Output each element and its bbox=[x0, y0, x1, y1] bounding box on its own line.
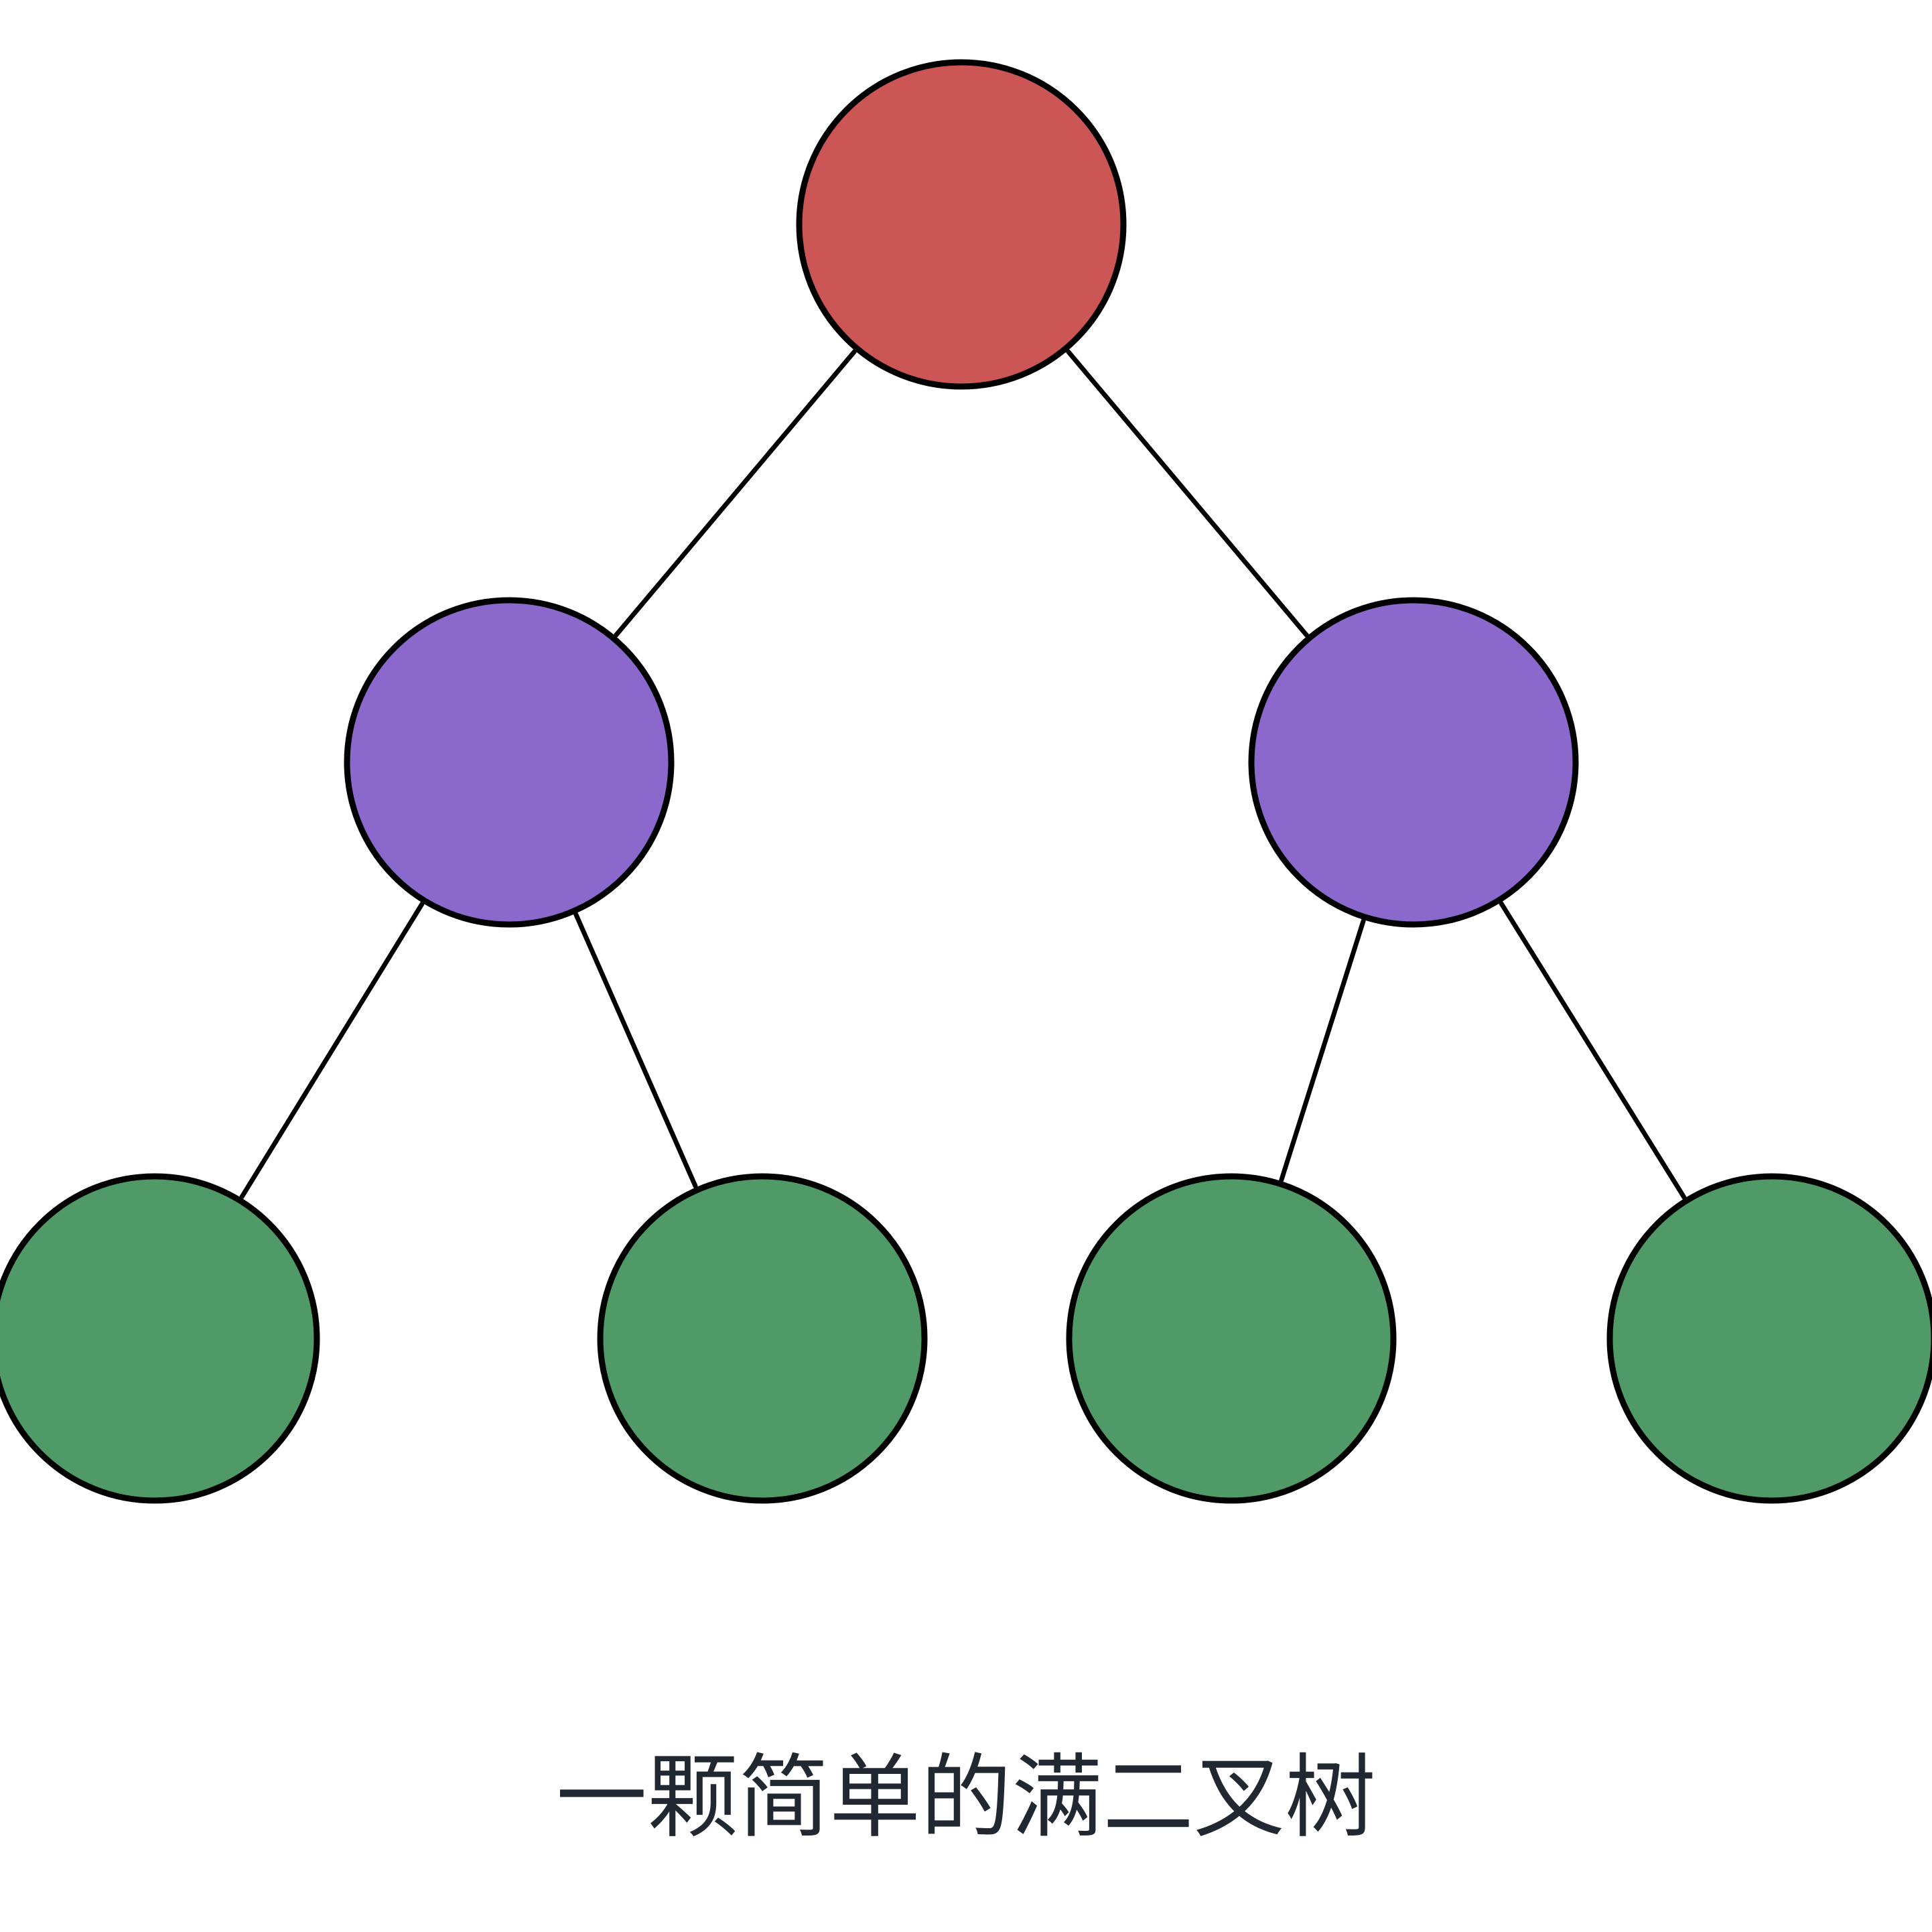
tree-node-root[interactable] bbox=[796, 59, 1127, 390]
tree-node-r[interactable] bbox=[1248, 597, 1579, 928]
tree-edge-l-lr bbox=[573, 912, 698, 1189]
tree-nodes-group bbox=[0, 59, 1932, 1504]
tree-edge-r-rr bbox=[1499, 901, 1687, 1200]
node-circle-rl[interactable] bbox=[1066, 1173, 1397, 1504]
tree-edges-group bbox=[239, 349, 1687, 1200]
node-circle-r[interactable] bbox=[1248, 597, 1579, 928]
tree-edge-l-ll bbox=[239, 901, 425, 1200]
node-circle-lr[interactable] bbox=[597, 1173, 928, 1504]
tree-edge-r-rl bbox=[1279, 918, 1366, 1183]
tree-node-rr[interactable] bbox=[1606, 1173, 1932, 1504]
node-circle-root[interactable] bbox=[796, 59, 1127, 390]
tree-node-lr[interactable] bbox=[597, 1173, 928, 1504]
figure-caption: 一颗简单的满二叉树 bbox=[556, 1746, 1376, 1848]
node-circle-l[interactable] bbox=[344, 597, 675, 928]
node-circle-rr[interactable] bbox=[1606, 1173, 1932, 1504]
tree-node-rl[interactable] bbox=[1066, 1173, 1397, 1504]
tree-edge-root-r bbox=[1066, 349, 1309, 638]
node-circle-ll[interactable] bbox=[0, 1173, 320, 1504]
tree-edge-root-l bbox=[614, 349, 857, 638]
tree-node-l[interactable] bbox=[344, 597, 675, 928]
tree-node-ll[interactable] bbox=[0, 1173, 320, 1504]
